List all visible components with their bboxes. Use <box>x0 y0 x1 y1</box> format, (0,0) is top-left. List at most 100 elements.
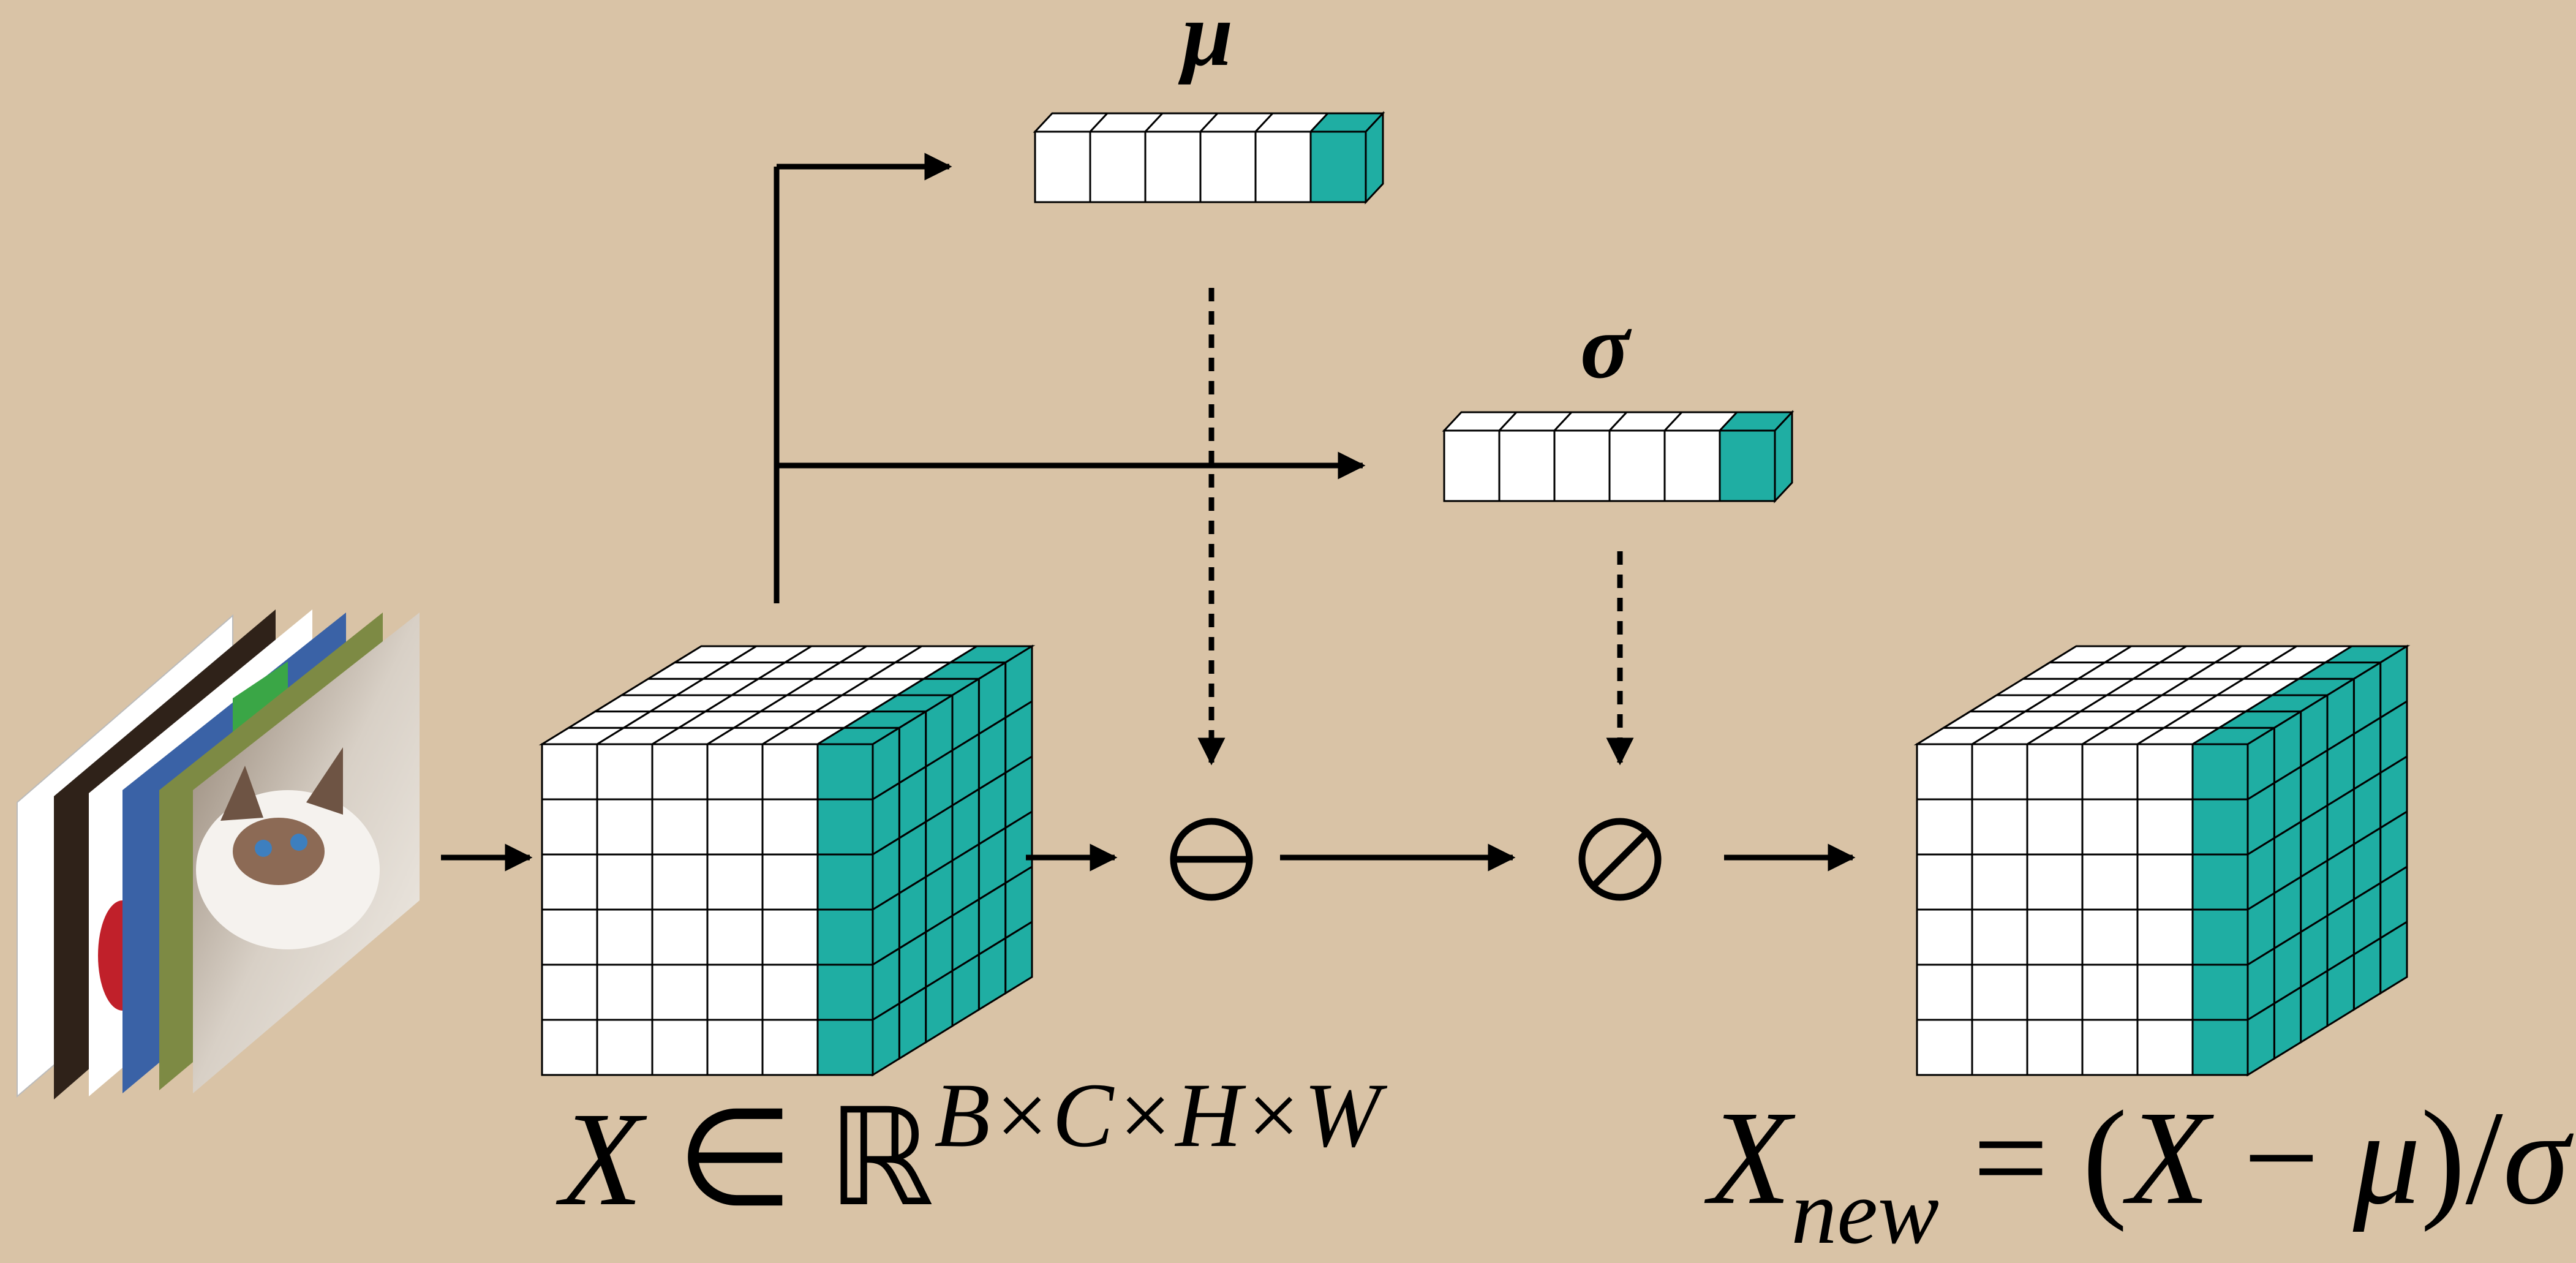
cube-front-cell <box>596 908 653 966</box>
cube-front-cell <box>2136 798 2194 856</box>
subtract-operator-icon <box>1170 818 1253 901</box>
cube-front-cell <box>541 798 598 856</box>
cube-front-cell <box>2191 963 2249 1021</box>
vector-cell <box>1608 429 1666 502</box>
cube-front-cell <box>2081 963 2139 1021</box>
cube-front-cell <box>1971 963 2028 1021</box>
input-formula: X ∈ ℝB×C×H×W <box>560 1069 1380 1226</box>
cube-front-cell <box>2081 908 2139 966</box>
cube-front-cell <box>761 798 819 856</box>
cube-front-cell <box>2026 853 2084 911</box>
cube-front-cell <box>706 743 764 801</box>
vector-cell <box>1553 429 1611 502</box>
cube-front-cell <box>651 743 709 801</box>
input-formula-shape: B×C×H×W <box>934 1065 1380 1166</box>
cube-front-cell <box>2191 908 2249 966</box>
photo-stack-icon <box>17 609 420 1099</box>
cube-front-cell <box>541 908 598 966</box>
output-formula-eq: = <box>1973 1083 2049 1232</box>
cube-front-cell <box>2026 743 2084 801</box>
cube-front-cell <box>541 853 598 911</box>
cube-front-cell <box>651 798 709 856</box>
cube-front-cell <box>596 1019 653 1076</box>
cube-front-cell <box>651 908 709 966</box>
cube-front-cell <box>706 853 764 911</box>
cube-front-cell <box>1916 798 1973 856</box>
cube-front-cell <box>2081 1019 2139 1076</box>
vector-cell <box>1309 130 1367 203</box>
cube-front-cell <box>2081 743 2139 801</box>
cube-front-cell <box>816 853 874 911</box>
cube-front-cell <box>1971 743 2028 801</box>
cube-front-cell <box>761 853 819 911</box>
cube-front-cell <box>816 908 874 966</box>
cube-front-cell <box>2081 853 2139 911</box>
cube-front-cell <box>761 963 819 1021</box>
cube-front-cell <box>2191 1019 2249 1076</box>
cube-front-cell <box>2136 853 2194 911</box>
cube-front-cell <box>651 963 709 1021</box>
output-formula-mu: μ <box>2352 1083 2421 1232</box>
cube-front-cell <box>816 963 874 1021</box>
cube-front-cell <box>1971 908 2028 966</box>
cube-front-cell <box>761 908 819 966</box>
cube-front-cell <box>706 908 764 966</box>
output-formula-sub: new <box>1791 1161 1940 1263</box>
output-formula-minus: − <box>2209 1083 2353 1232</box>
cube-front-cell <box>541 963 598 1021</box>
cube-front-cell <box>2191 853 2249 911</box>
output-formula-close: )/ <box>2420 1083 2503 1232</box>
cube-front-cell <box>2136 743 2194 801</box>
input-tensor-cube <box>538 644 1036 1077</box>
output-formula-sigma: σ <box>2503 1083 2570 1232</box>
cube-front-cell <box>761 1019 819 1076</box>
input-formula-var: X <box>560 1084 643 1234</box>
mean-vector <box>1033 111 1385 205</box>
cube-front-cell <box>2136 963 2194 1021</box>
input-formula-set: ℝ <box>827 1079 935 1236</box>
output-formula-rhs-var: X <box>2127 1083 2210 1232</box>
cube-front-cell <box>2136 1019 2194 1076</box>
cube-front-cell <box>816 1019 874 1076</box>
cube-front-cell <box>596 853 653 911</box>
cube-front-cell <box>1916 908 1973 966</box>
output-formula-var: X <box>1709 1083 1791 1232</box>
cube-front-cell <box>1916 963 1973 1021</box>
std-label: σ <box>1580 296 1630 398</box>
cube-front-cell <box>1971 798 2028 856</box>
vector-cell <box>1089 130 1147 203</box>
cube-front-cell <box>2026 798 2084 856</box>
cube-front-cell <box>541 1019 598 1076</box>
cube-front-cell <box>1916 1019 1973 1076</box>
cube-front-cell <box>651 853 709 911</box>
vector-cell <box>1719 429 1776 502</box>
output-formula: Xnew = (X − μ)/σ <box>1709 1090 2569 1258</box>
cube-front-cell <box>1971 1019 2028 1076</box>
cube-front-cell <box>706 1019 764 1076</box>
vector-cell <box>1254 130 1312 203</box>
diagram-canvas <box>17 111 2411 1099</box>
cube-front-cell <box>651 1019 709 1076</box>
cube-front-cell <box>596 743 653 801</box>
mean-label: μ <box>1182 0 1233 85</box>
cube-front-cell <box>2081 798 2139 856</box>
vector-cell <box>1144 130 1202 203</box>
cat-mask <box>233 818 325 885</box>
cube-front-cell <box>541 743 598 801</box>
cube-front-cell <box>816 743 874 801</box>
cube-front-cell <box>706 963 764 1021</box>
cat-ear-left <box>220 766 263 821</box>
cube-front-cell <box>2026 963 2084 1021</box>
cat-ear-right <box>306 747 343 815</box>
output-formula-open: ( <box>2082 1083 2128 1232</box>
vector-cell <box>1034 130 1091 203</box>
vector-cell <box>1498 429 1556 502</box>
cube-front-cell <box>596 963 653 1021</box>
cube-front-cell <box>1916 743 1973 801</box>
normalization-diagram: μ σ X ∈ ℝB×C×H×W Xnew = (X − μ)/σ <box>17 0 2569 1258</box>
cube-front-cell <box>2026 1019 2084 1076</box>
divide-operator-icon <box>1578 818 1662 901</box>
output-tensor-cube <box>1913 644 2411 1077</box>
cube-front-cell <box>596 798 653 856</box>
cube-front-cell <box>2026 908 2084 966</box>
